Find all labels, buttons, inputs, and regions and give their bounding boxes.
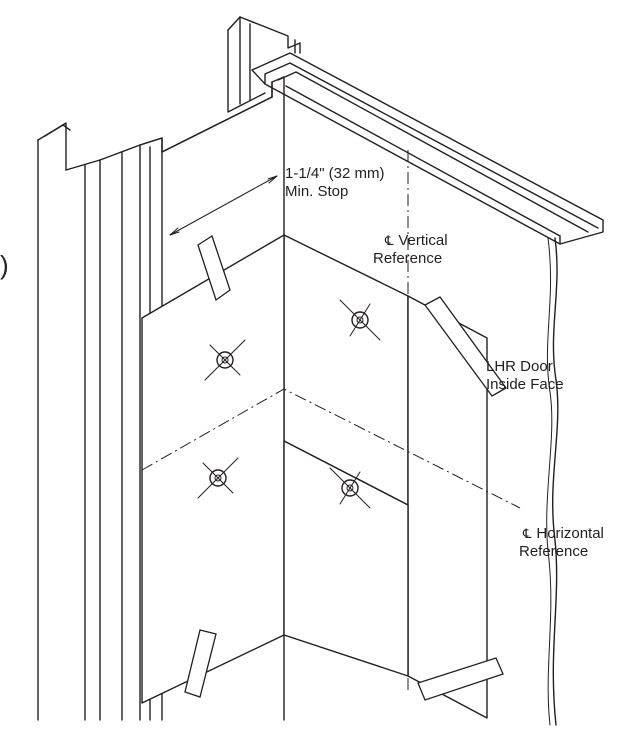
hole-mark xyxy=(204,339,246,381)
centerline-symbol-icon: ℄ xyxy=(523,526,532,541)
centerline-symbol-icon: ℄ xyxy=(385,233,394,248)
edge-paren: ) xyxy=(0,250,9,280)
door-face-edge xyxy=(552,237,559,726)
frame-head xyxy=(251,39,604,245)
vertical-reference-label: ℄Vertical Reference xyxy=(373,232,448,267)
min-stop-label: 1-1/4" (32 mm) Min. Stop xyxy=(285,165,385,200)
horizontal-reference-label: ℄Horizontal Reference xyxy=(519,525,604,560)
tape-strip xyxy=(417,657,504,701)
hole-mark xyxy=(329,467,371,509)
tape-strip xyxy=(197,235,231,302)
hole-mark xyxy=(339,299,381,341)
door-inside-face-label: LHR Door Inside Face xyxy=(486,358,564,393)
template-sheet xyxy=(141,234,488,719)
hole-mark xyxy=(197,457,239,499)
door-face-edge-thin xyxy=(546,237,553,726)
frame-jamb-top xyxy=(139,16,301,153)
tape-strip xyxy=(184,629,217,698)
tape-strip xyxy=(424,296,507,397)
min-stop-dimension xyxy=(169,175,278,236)
